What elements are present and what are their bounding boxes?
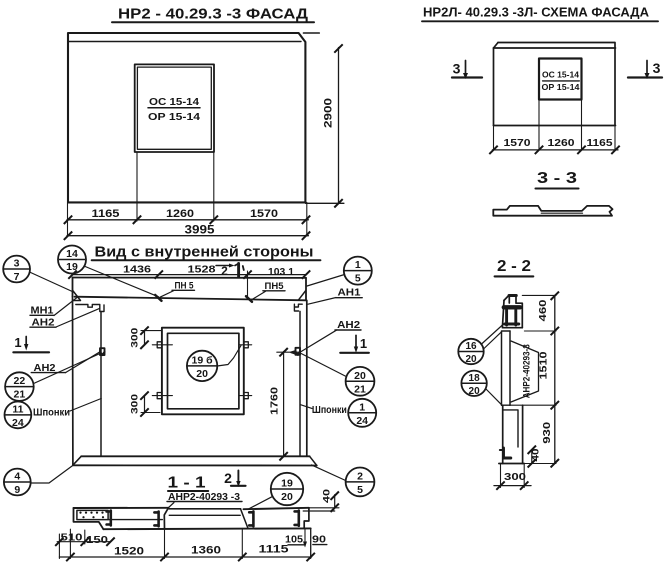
- svg-text:1: 1: [359, 401, 365, 413]
- svg-text:1520: 1520: [114, 546, 144, 558]
- svg-text:40: 40: [322, 489, 333, 503]
- svg-text:20: 20: [196, 368, 208, 380]
- svg-text:2: 2: [224, 470, 232, 486]
- svg-text:21: 21: [14, 389, 26, 401]
- svg-text:1436: 1436: [123, 264, 151, 276]
- svg-text:1165: 1165: [587, 137, 613, 149]
- svg-text:22: 22: [14, 375, 26, 387]
- svg-text:3995: 3995: [185, 224, 216, 236]
- svg-text:3 - 3: 3 - 3: [537, 170, 577, 187]
- svg-text:18: 18: [469, 373, 481, 384]
- svg-text:1: 1: [14, 335, 21, 350]
- svg-text:24: 24: [356, 415, 368, 427]
- svg-text:150: 150: [86, 535, 109, 546]
- svg-text:300: 300: [130, 328, 141, 348]
- svg-text:300: 300: [130, 394, 141, 414]
- svg-text:1: 1: [355, 259, 361, 271]
- svg-text:ОР 15-14: ОР 15-14: [542, 82, 580, 92]
- svg-text:1510: 1510: [539, 351, 550, 380]
- svg-text:510: 510: [61, 533, 84, 544]
- svg-text:103 1: 103 1: [268, 266, 294, 278]
- svg-text:1570: 1570: [504, 137, 531, 149]
- svg-text:1115: 1115: [259, 544, 289, 556]
- svg-text:АН2: АН2: [32, 318, 55, 329]
- svg-text:ПН5: ПН5: [265, 281, 285, 292]
- svg-text:1360: 1360: [191, 545, 221, 557]
- svg-text:5: 5: [355, 273, 361, 285]
- svg-text:АНР2-40293-3: АНР2-40293-3: [522, 344, 532, 398]
- svg-text:ОР 15-14: ОР 15-14: [148, 111, 200, 123]
- svg-text:1 - 1: 1 - 1: [168, 475, 206, 492]
- svg-text:2: 2: [357, 470, 363, 482]
- svg-text:460: 460: [538, 299, 549, 322]
- svg-text:90: 90: [312, 534, 327, 545]
- svg-text:300: 300: [504, 471, 526, 483]
- svg-text:1: 1: [360, 336, 367, 351]
- svg-text:19: 19: [66, 261, 78, 273]
- svg-text:АН2: АН2: [337, 320, 360, 331]
- svg-text:11: 11: [12, 404, 23, 416]
- svg-text:Вид с внутренней стороны: Вид с внутренней стороны: [95, 244, 314, 260]
- svg-text:20: 20: [354, 370, 366, 382]
- svg-text:16: 16: [465, 341, 477, 352]
- svg-text:1165: 1165: [92, 208, 120, 220]
- svg-text:14: 14: [66, 248, 78, 260]
- svg-text:1260: 1260: [166, 208, 194, 220]
- svg-text:3: 3: [14, 258, 20, 270]
- svg-text:ОС 15-14: ОС 15-14: [149, 96, 199, 108]
- svg-text:5: 5: [357, 484, 363, 496]
- svg-text:7: 7: [14, 271, 20, 283]
- svg-text:20: 20: [281, 491, 293, 503]
- svg-text:24: 24: [12, 417, 24, 429]
- svg-text:2 - 2: 2 - 2: [497, 258, 531, 275]
- svg-text:Шпонки: Шпонки: [33, 407, 70, 418]
- svg-text:3: 3: [453, 61, 461, 77]
- svg-text:105: 105: [285, 534, 303, 545]
- svg-text:1528: 1528: [188, 264, 216, 276]
- svg-text:20: 20: [465, 354, 477, 365]
- svg-text:1570: 1570: [250, 208, 278, 220]
- svg-text:2: 2: [221, 264, 228, 278]
- svg-text:1260: 1260: [548, 137, 575, 149]
- svg-text:19: 19: [281, 477, 293, 489]
- svg-text:ПН 5: ПН 5: [175, 281, 195, 292]
- svg-text:АН1: АН1: [338, 288, 361, 299]
- svg-text:930: 930: [542, 421, 553, 444]
- svg-text:3: 3: [653, 60, 661, 76]
- svg-text:4: 4: [14, 471, 20, 483]
- svg-text:НР2Л- 40.29.3 -3Л- СХЕМА ФА: НР2Л- 40.29.3 -3Л- СХЕМА ФАСАДА: [423, 6, 649, 20]
- svg-text:АНР2-40293 -3: АНР2-40293 -3: [168, 492, 241, 503]
- svg-text:Шпонки: Шпонки: [312, 405, 347, 416]
- svg-text:40: 40: [531, 449, 541, 462]
- svg-text:1760: 1760: [268, 387, 280, 415]
- svg-text:20: 20: [469, 386, 481, 397]
- svg-text:19 б: 19 б: [192, 354, 214, 366]
- svg-text:9: 9: [14, 484, 20, 496]
- svg-text:МН1: МН1: [31, 306, 54, 317]
- svg-text:21: 21: [354, 383, 366, 395]
- svg-text:ОС 15-14: ОС 15-14: [542, 70, 579, 80]
- svg-text:НР2 - 40.29.3 -3 ФАСАД: НР2 - 40.29.3 -3 ФАСАД: [118, 7, 309, 23]
- svg-text:АН2: АН2: [34, 363, 56, 374]
- svg-text:2900: 2900: [323, 98, 335, 128]
